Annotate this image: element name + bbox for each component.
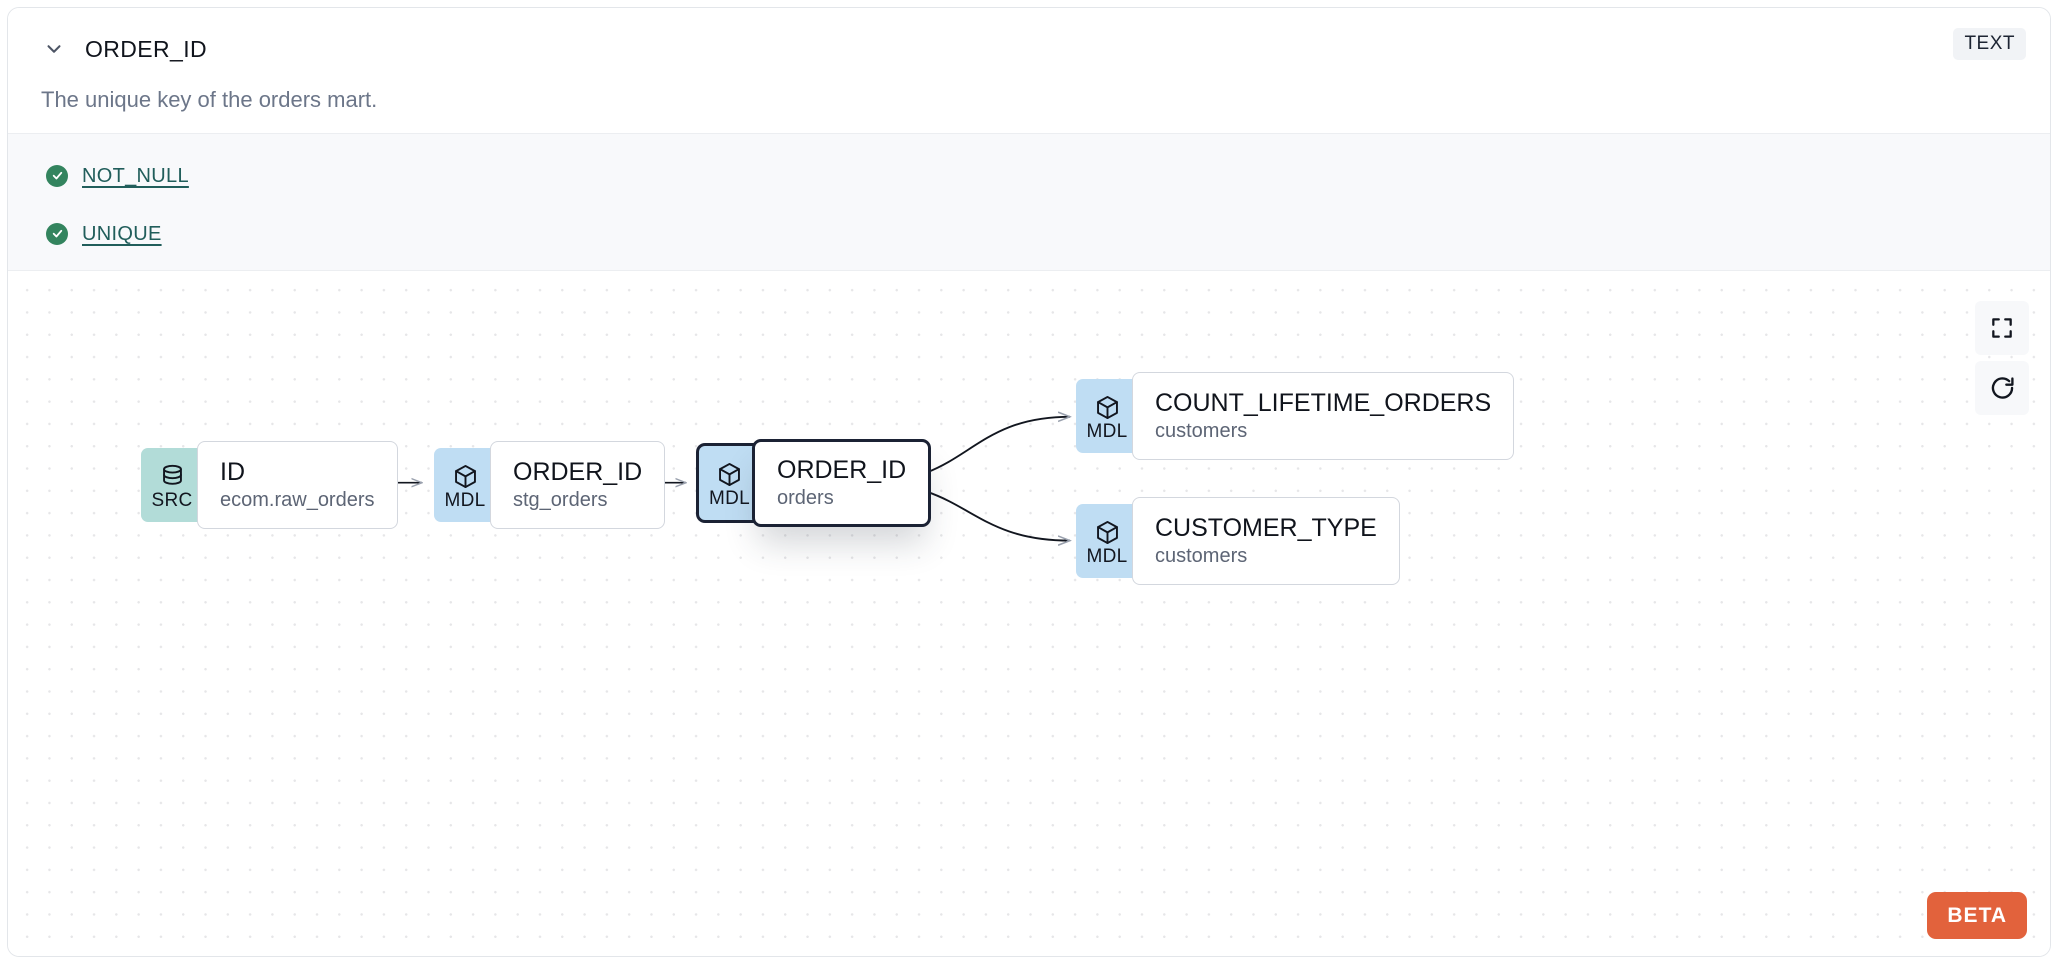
node-name: ORDER_ID	[777, 456, 907, 485]
cube-icon	[1096, 395, 1118, 419]
node-subtitle: ecom.raw_orders	[220, 489, 375, 512]
cube-icon	[454, 464, 476, 488]
column-description: The unique key of the orders mart.	[41, 87, 378, 112]
page-title: ORDER_ID	[85, 35, 208, 62]
lineage-node-stg-orders[interactable]: MDL ORDER_ID stg_orders	[434, 441, 666, 529]
node-body: COUNT_LIFETIME_ORDERS customers	[1132, 372, 1515, 460]
node-body: ORDER_ID stg_orders	[490, 441, 666, 529]
node-body: ORDER_ID orders	[752, 439, 932, 527]
node-subtitle: customers	[1155, 420, 1248, 443]
lineage-node-orders-selected[interactable]: MDL ORDER_ID orders	[696, 439, 932, 527]
node-badge-label: SRC	[151, 489, 193, 511]
node-badge-mdl: MDL	[1076, 379, 1138, 453]
node-subtitle: orders	[777, 487, 834, 510]
test-row: NOT_NULL	[8, 154, 2050, 197]
node-name: COUNT_LIFETIME_ORDERS	[1155, 389, 1492, 418]
node-badge-mdl: MDL	[696, 443, 760, 523]
node-name: ORDER_ID	[513, 458, 643, 487]
node-subtitle: stg_orders	[513, 489, 608, 512]
node-body: ID ecom.raw_orders	[197, 441, 398, 529]
fullscreen-icon	[1992, 318, 2012, 338]
node-badge-mdl: MDL	[434, 448, 496, 522]
test-link-not-null[interactable]: NOT_NULL	[82, 164, 189, 187]
node-badge-label: MDL	[1086, 545, 1128, 567]
cube-icon	[719, 462, 740, 486]
tests-section: NOT_NULL UNIQUE	[8, 133, 2050, 271]
lineage-edges	[349, 271, 2050, 956]
check-circle-icon	[46, 222, 68, 245]
node-badge-mdl: MDL	[1076, 504, 1138, 578]
database-icon	[162, 464, 182, 485]
cube-icon	[1096, 520, 1118, 544]
canvas-controls	[1975, 301, 2029, 415]
test-link-unique[interactable]: UNIQUE	[82, 222, 162, 245]
node-badge-label: MDL	[1086, 420, 1128, 442]
refresh-icon	[1991, 376, 2014, 399]
column-detail-card: ORDER_ID TEXT The unique key of the orde…	[7, 7, 2051, 957]
node-badge-label: MDL	[708, 487, 750, 509]
lineage-node-count-lifetime-orders[interactable]: MDL COUNT_LIFETIME_ORDERS customers	[1076, 372, 1515, 460]
node-body: CUSTOMER_TYPE customers	[1132, 497, 1400, 585]
node-name: ID	[220, 458, 245, 487]
card-header: ORDER_ID TEXT The unique key of the orde…	[8, 8, 2050, 133]
fit-view-button[interactable]	[1975, 301, 2029, 355]
reset-button[interactable]	[1975, 361, 2029, 415]
node-subtitle: customers	[1155, 545, 1248, 568]
header-title-row: ORDER_ID	[8, 32, 2050, 66]
check-circle-icon	[46, 164, 68, 187]
node-name: CUSTOMER_TYPE	[1155, 514, 1377, 543]
type-badge: TEXT	[1953, 28, 2026, 60]
node-badge-label: MDL	[444, 489, 486, 511]
chevron-down-icon[interactable]	[41, 36, 67, 62]
lineage-node-src-id[interactable]: SRC ID ecom.raw_orders	[141, 441, 398, 529]
lineage-node-customer-type[interactable]: MDL CUSTOMER_TYPE customers	[1076, 497, 1400, 585]
test-row: UNIQUE	[8, 212, 2050, 255]
node-badge-src: SRC	[141, 448, 203, 522]
beta-badge[interactable]: BETA	[1927, 892, 2027, 939]
lineage-canvas[interactable]: SRC ID ecom.raw_orders MDL ORDER_ID stg_…	[8, 271, 2050, 956]
